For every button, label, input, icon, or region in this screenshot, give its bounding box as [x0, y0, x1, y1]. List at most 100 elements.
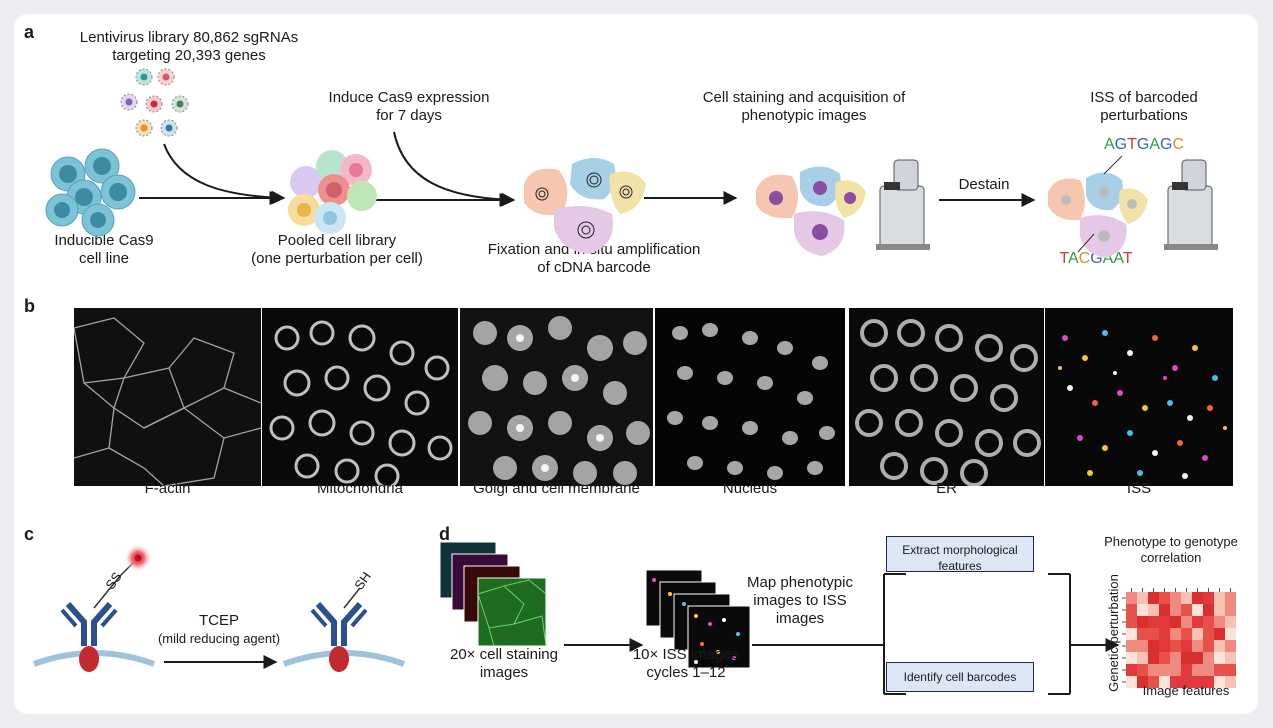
- tcep-line-1: TCEP: [198, 612, 239, 629]
- barcode-base: C: [1172, 136, 1185, 153]
- heatmap-cell: [1192, 676, 1203, 688]
- barcode-base: T: [1127, 136, 1137, 153]
- iss-line-2: perturbations: [1100, 107, 1188, 124]
- virus-icon: [135, 68, 153, 86]
- extract-line-2: features: [938, 559, 982, 573]
- map-line-3: images: [775, 610, 825, 627]
- heatmap-cell: [1192, 664, 1203, 676]
- library-label: Lentivirus library 80,862 sgRNAs targeti…: [69, 29, 309, 65]
- heatmap-cell: [1170, 592, 1181, 604]
- heatmap-cell: [1181, 652, 1192, 664]
- cell-line-label: Inducible Cas9 cell line: [44, 232, 164, 268]
- heatmap-cell: [1126, 676, 1137, 688]
- barcode-base: G: [1136, 136, 1150, 153]
- virus-icon: [157, 68, 175, 86]
- cell-line-line-1: Inducible Cas9: [54, 232, 154, 249]
- b-label-golgi: Golgi and cell membrane: [473, 480, 640, 497]
- heatmap-cell: [1137, 676, 1148, 688]
- panel-c-letter: c: [24, 524, 35, 544]
- stain-line-1: 20× cell staining: [450, 646, 558, 663]
- heatmap-cell: [1225, 592, 1236, 604]
- stained-cells: [756, 166, 866, 256]
- heatmap-cell: [1170, 616, 1181, 628]
- heatmap-cell: [1192, 616, 1203, 628]
- heatmap-cell: [1203, 592, 1214, 604]
- b-label-er: ER: [936, 480, 957, 497]
- microscope-icon: [1164, 159, 1218, 250]
- microscope-icon: [876, 159, 930, 250]
- heatmap-cell: [1170, 676, 1181, 688]
- pooled-label: Pooled cell library (one perturbation pe…: [232, 232, 442, 268]
- heatmap-cell: [1126, 604, 1137, 616]
- f-actin-image: [74, 308, 261, 486]
- heatmap-cell: [1170, 628, 1181, 640]
- heatmap-cell: [1214, 592, 1225, 604]
- heatmap-cell: [1126, 592, 1137, 604]
- heatmap-cell: [1181, 640, 1192, 652]
- virus-icon: [171, 95, 189, 113]
- heatmap-cell: [1126, 652, 1137, 664]
- heatmap-cell: [1126, 664, 1137, 676]
- pooled-cell-library: [288, 150, 377, 234]
- barcode-base: A: [1103, 136, 1115, 153]
- induce-label: Induce Cas9 expression for 7 days: [309, 89, 509, 125]
- barcode-base: G: [1114, 136, 1128, 153]
- stain-line-2: images: [479, 664, 529, 681]
- lentivirus-particles: [120, 68, 189, 137]
- barcode-top: AGTGAGC: [1094, 136, 1194, 154]
- library-line-2: targeting 20,393 genes: [112, 47, 266, 64]
- virus-icon: [145, 95, 163, 113]
- tcep-line-2: (mild reducing agent): [157, 631, 281, 646]
- identify-barcodes-box: Identify cell barcodes: [886, 662, 1034, 692]
- heatmap-cell: [1181, 604, 1192, 616]
- heatmap-cell: [1192, 640, 1203, 652]
- heatmap-cell: [1126, 628, 1137, 640]
- panel-c-illustration: [32, 544, 406, 672]
- figure-card: a Lentivirus library 80,862 sgRNAs targe…: [14, 14, 1258, 714]
- heatmap-cell: [1181, 628, 1192, 640]
- barcode-base: C: [1078, 250, 1091, 267]
- heatmap-cell: [1214, 628, 1225, 640]
- heatmap-cell: [1214, 676, 1225, 688]
- heatmap-cell: [1203, 676, 1214, 688]
- heatmap-cell: [1225, 616, 1236, 628]
- heatmap-cell: [1192, 628, 1203, 640]
- pooled-line-1: Pooled cell library: [277, 232, 397, 249]
- iss-images-line-1: 10× ISS images: [632, 646, 740, 663]
- heatmap-cell: [1137, 640, 1148, 652]
- heatmap-cell: [1159, 664, 1170, 676]
- corr-line-1: Phenotype to genotype: [1104, 534, 1238, 549]
- map-label: Map phenotypic images to ISS images: [740, 574, 860, 628]
- heatmap-cell: [1148, 616, 1159, 628]
- heatmap-cell: [1126, 616, 1137, 628]
- heatmap-cell: [1159, 628, 1170, 640]
- b-label-mitochondria: Mitochondria: [317, 480, 403, 497]
- heatmap-cell: [1148, 664, 1159, 676]
- heatmap-cell: [1170, 652, 1181, 664]
- iss-images-label: 10× ISS images cycles 1–12: [626, 646, 746, 682]
- barcode-base: T: [1059, 250, 1068, 267]
- iss-images-line-2: cycles 1–12: [646, 664, 726, 681]
- heatmap-cell: [1159, 604, 1170, 616]
- barcode-base: A: [1149, 136, 1160, 153]
- heatmap-cell: [1137, 592, 1148, 604]
- heatmap-cell: [1148, 604, 1159, 616]
- heatmap-cell: [1192, 604, 1203, 616]
- correlation-label: Phenotype to genotype correlation: [1096, 534, 1246, 566]
- heatmap-cell: [1137, 616, 1148, 628]
- barcode-base: A: [1102, 250, 1114, 267]
- corr-line-2: correlation: [1140, 550, 1202, 565]
- heatmap-cell: [1214, 664, 1225, 676]
- golgi-membrane-image: [460, 308, 653, 486]
- heatmap-cell: [1225, 640, 1236, 652]
- heatmap-cell: [1159, 652, 1170, 664]
- extract-features-box: Extract morphological features: [886, 536, 1034, 573]
- iss-line-1: ISS of barcoded: [1090, 89, 1198, 106]
- heatmap-cell: [1159, 676, 1170, 688]
- map-line-2: images to ISS: [753, 592, 847, 609]
- iss-cells: [1048, 155, 1148, 258]
- b-label-iss: ISS: [1126, 480, 1152, 497]
- heatmap-cell: [1181, 664, 1192, 676]
- heatmap-cell: [1126, 640, 1137, 652]
- iss-image: [1045, 308, 1233, 486]
